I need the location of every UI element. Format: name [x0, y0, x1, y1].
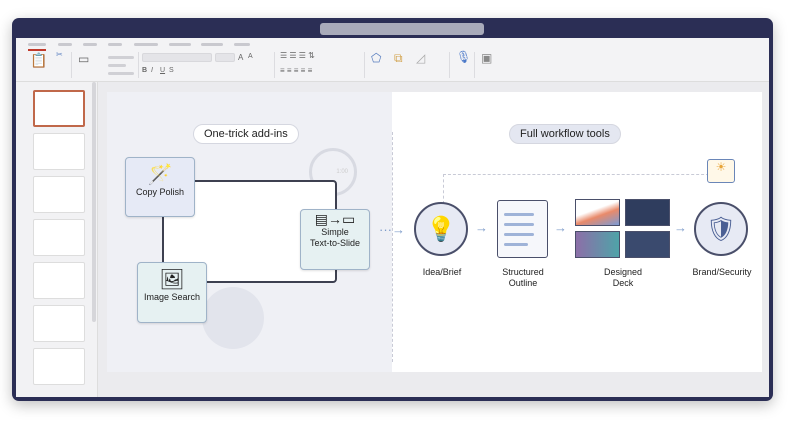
outline-icon	[497, 200, 548, 258]
thumbnail-scrollbar[interactable]	[92, 82, 96, 322]
slide-thumbnails	[16, 82, 98, 397]
quick-styles-icon[interactable]: ◿	[416, 51, 426, 65]
label-line: Deck	[612, 278, 634, 288]
addin-label: Simple	[321, 227, 349, 237]
tab-transitions[interactable]	[134, 43, 158, 46]
addin-label: Image Search	[143, 292, 201, 302]
decor-circle	[202, 287, 264, 349]
cut-icon[interactable]: ✂	[56, 50, 63, 59]
arrow-icon: →	[475, 220, 488, 235]
doc-to-slide-icon: ▤→▭	[314, 211, 356, 227]
tab-review[interactable]	[234, 43, 250, 46]
image-search-icon: 🖼	[159, 269, 185, 291]
italic-button[interactable]: I	[151, 67, 153, 74]
grow-font-button[interactable]: A	[238, 53, 244, 62]
left-title: One-trick add-ins	[193, 124, 299, 144]
arrow-icon: →	[554, 220, 567, 235]
label-line: Designed	[603, 267, 643, 277]
addin-text-to-slide: ▤→▭ Simple Text-to-Slide	[300, 209, 370, 270]
right-title: Full workflow tools	[509, 124, 621, 144]
shapes-icon[interactable]: ⬠	[371, 51, 382, 65]
tab-insert[interactable]	[58, 43, 72, 46]
arrange-icon[interactable]: ⧉	[394, 51, 403, 65]
shield-icon: 🛡	[694, 202, 748, 256]
workflow-label: Idea/Brief	[422, 267, 462, 277]
addin-label: Text-to-Slide	[309, 238, 361, 248]
bullets-icon[interactable]: ☰ ☰ ☰ ⇅	[280, 51, 315, 60]
slide-thumbnail[interactable]	[33, 219, 85, 256]
tab-design[interactable]	[108, 43, 122, 46]
connector-line	[443, 174, 719, 204]
tab-draw[interactable]	[83, 43, 97, 46]
dictate-icon[interactable]: 🎙	[456, 50, 472, 64]
addin-copy-polish: 🪄 Copy Polish	[125, 157, 195, 217]
addin-image-search: 🖼 Image Search	[137, 262, 207, 323]
slide-thumbnail[interactable]	[33, 262, 85, 299]
paste-icon[interactable]: 📋	[30, 52, 48, 68]
align-icons[interactable]: ≡ ≡ ≡ ≡ ≡	[280, 66, 313, 75]
font-family-select[interactable]	[142, 53, 212, 62]
tab-animations[interactable]	[169, 43, 191, 46]
font-size-select[interactable]	[215, 53, 235, 62]
designer-icon[interactable]: ▣	[481, 51, 493, 65]
slide-thumbnail[interactable]	[33, 90, 85, 127]
ribbon: 📋 ✂ ▭ A A B I U S ☰ ☰ ☰ ⇅ ≡ ≡ ≡ ≡ ≡ ⬠ ⧉ …	[16, 38, 769, 82]
new-slide-icon[interactable]: ▭	[78, 52, 90, 66]
title-bar	[320, 23, 484, 35]
strike-button[interactable]: S	[169, 67, 174, 74]
slide-thumbnail[interactable]	[33, 305, 85, 342]
arrow-icon: →	[674, 220, 687, 235]
clock-text: 1:00	[336, 169, 348, 175]
bold-button[interactable]: B	[142, 67, 148, 74]
tab-slideshow[interactable]	[201, 43, 223, 46]
tab-home[interactable]	[28, 43, 46, 51]
shrink-font-button[interactable]: A	[248, 53, 253, 60]
workflow-label: Brand/Security	[692, 267, 752, 277]
editor-body: One-trick add-ins Full workflow tools 1:…	[16, 82, 769, 397]
slide-thumbnail[interactable]	[33, 176, 85, 213]
slide-canvas[interactable]: One-trick add-ins Full workflow tools 1:…	[107, 92, 762, 372]
lightbulb-icon: 💡	[414, 202, 468, 256]
label-line: Outline	[508, 278, 538, 288]
underline-button[interactable]: U	[160, 67, 166, 74]
divider	[392, 132, 393, 362]
app-window: 📋 ✂ ▭ A A B I U S ☰ ☰ ☰ ⇅ ≡ ≡ ≡ ≡ ≡ ⬠ ⧉ …	[12, 18, 773, 401]
slide-thumbnail[interactable]	[33, 133, 85, 170]
addin-label: Copy Polish	[135, 187, 185, 197]
slide-thumbnail[interactable]	[33, 348, 85, 385]
calendar-icon: ☀	[707, 159, 735, 183]
label-line: Structured	[502, 267, 544, 277]
arrow-icon: ···→	[379, 222, 405, 237]
magic-wand-icon: 🪄	[147, 164, 173, 186]
